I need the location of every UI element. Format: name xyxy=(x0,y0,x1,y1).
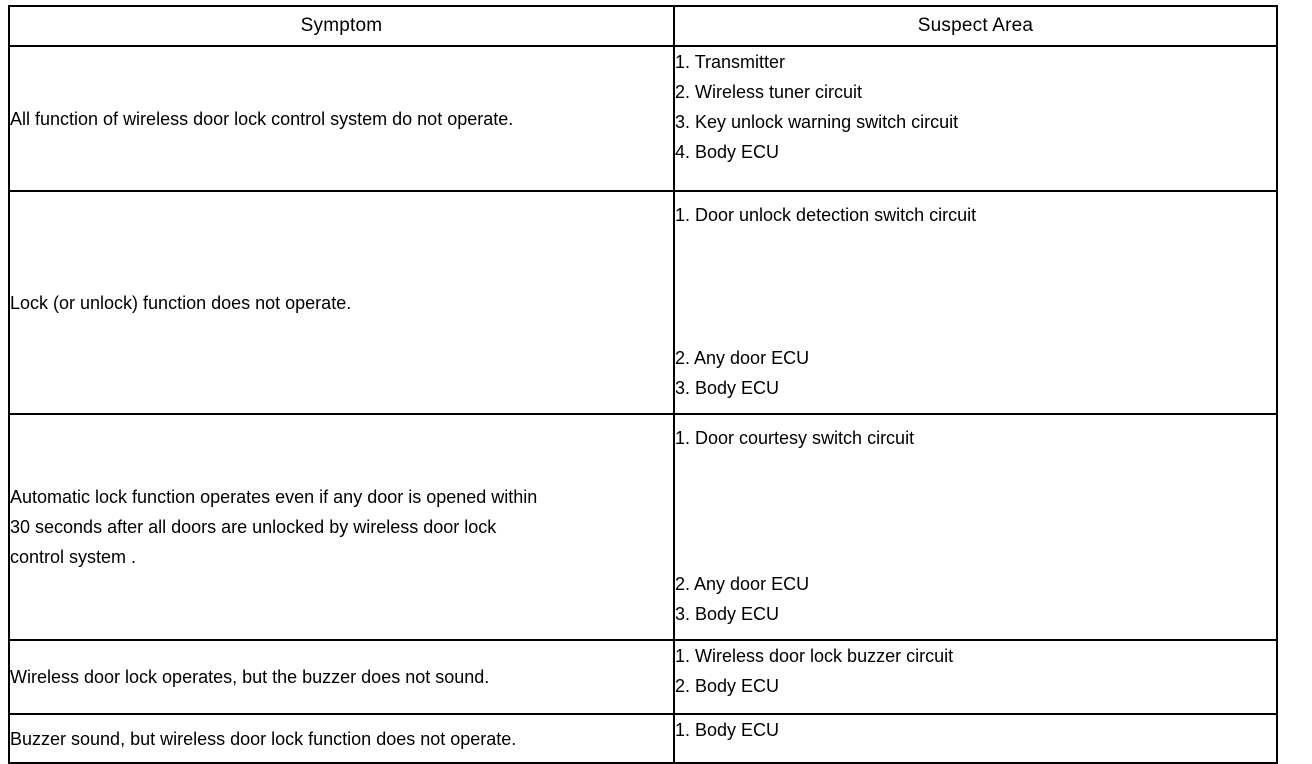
suspect-area-item: 1. Wireless door lock buzzer circuit xyxy=(675,646,954,666)
symptom-cell: Buzzer sound, but wireless door lock fun… xyxy=(8,713,675,764)
symptom-line: Automatic lock function operates even if… xyxy=(10,487,538,507)
table-header: Symptom Suspect Area xyxy=(8,5,1278,47)
suspect-area-item: 3. Body ECU xyxy=(675,604,780,624)
suspect-area-list: 1. Door unlock detection switch circuit … xyxy=(675,200,1276,403)
suspect-area-group-top: 1. Transmitter 2. Wireless tuner circuit… xyxy=(675,47,1276,167)
suspect-area-cell: 1. Door unlock detection switch circuit … xyxy=(673,190,1278,415)
suspect-area-list: 1. Body ECU xyxy=(675,715,1276,762)
table-row: Wireless door lock operates, but the buz… xyxy=(8,639,1278,715)
suspect-area-item: 3. Key unlock warning switch circuit xyxy=(675,112,959,132)
table-header-row: Symptom Suspect Area xyxy=(8,5,1278,47)
suspect-area-item: 2. Any door ECU xyxy=(675,348,810,368)
suspect-area-item: 2. Wireless tuner circuit xyxy=(675,82,863,102)
symptom-cell: Automatic lock function operates even if… xyxy=(8,413,675,641)
suspect-area-list: 1. Transmitter 2. Wireless tuner circuit… xyxy=(675,47,1276,190)
symptom-cell: Wireless door lock operates, but the buz… xyxy=(8,639,675,715)
suspect-area-list: 1. Wireless door lock buzzer circuit 2. … xyxy=(675,641,1276,713)
suspect-area-item: 1. Door unlock detection switch circuit xyxy=(675,205,977,225)
column-header-symptom: Symptom xyxy=(8,5,675,47)
table-body: All function of wireless door lock contr… xyxy=(8,45,1278,764)
suspect-area-item: 2. Body ECU xyxy=(675,676,780,696)
table-row: Buzzer sound, but wireless door lock fun… xyxy=(8,713,1278,764)
suspect-area-group-top: 1. Door unlock detection switch circuit xyxy=(675,200,1276,230)
suspect-area-item: 2. Any door ECU xyxy=(675,574,810,594)
suspect-area-list: 1. Door courtesy switch circuit 2. Any d… xyxy=(675,423,1276,629)
suspect-area-cell: 1. Body ECU xyxy=(673,713,1278,764)
suspect-area-cell: 1. Wireless door lock buzzer circuit 2. … xyxy=(673,639,1278,715)
suspect-area-group-bottom: 2. Any door ECU 3. Body ECU xyxy=(675,569,1276,629)
table-row: All function of wireless door lock contr… xyxy=(8,45,1278,192)
table-row: Lock (or unlock) function does not opera… xyxy=(8,190,1278,415)
suspect-area-group-top: 1. Body ECU xyxy=(675,715,1276,745)
suspect-area-cell: 1. Door courtesy switch circuit 2. Any d… xyxy=(673,413,1278,641)
suspect-area-group-top: 1. Wireless door lock buzzer circuit 2. … xyxy=(675,641,1276,701)
symptom-line: control system . xyxy=(10,547,137,567)
symptom-line: 30 seconds after all doors are unlocked … xyxy=(10,517,497,537)
suspect-area-item: 4. Body ECU xyxy=(675,142,780,162)
symptom-cell: All function of wireless door lock contr… xyxy=(8,45,675,192)
suspect-area-item: 1. Door courtesy switch circuit xyxy=(675,428,915,448)
suspect-area-group-top: 1. Door courtesy switch circuit xyxy=(675,423,1276,453)
suspect-area-group-bottom: 2. Any door ECU 3. Body ECU xyxy=(675,343,1276,403)
suspect-area-item: 1. Transmitter xyxy=(675,52,786,72)
suspect-area-cell: 1. Transmitter 2. Wireless tuner circuit… xyxy=(673,45,1278,192)
symptom-cell: Lock (or unlock) function does not opera… xyxy=(8,190,675,415)
column-header-suspect-area: Suspect Area xyxy=(673,5,1278,47)
table-row: Automatic lock function operates even if… xyxy=(8,413,1278,641)
suspect-area-item: 1. Body ECU xyxy=(675,720,780,740)
page-root: Symptom Suspect Area All function of wir… xyxy=(8,5,1278,764)
suspect-area-item: 3. Body ECU xyxy=(675,378,780,398)
symptom-suspect-area-table: Symptom Suspect Area All function of wir… xyxy=(8,5,1278,764)
